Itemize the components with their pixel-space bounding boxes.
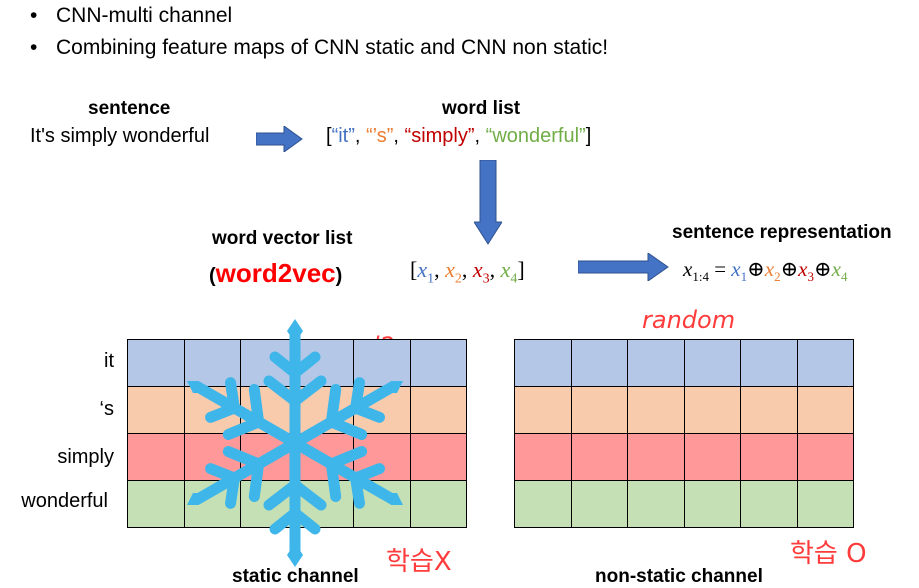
grid-cell bbox=[628, 340, 685, 387]
grid-cell bbox=[128, 340, 185, 387]
vec-x2: x2 bbox=[445, 257, 462, 287]
grid-cell bbox=[628, 387, 685, 434]
grid-cell bbox=[797, 387, 854, 434]
vec-x1: x1 bbox=[417, 257, 435, 287]
paren-close: ) bbox=[335, 265, 343, 287]
grid-cell bbox=[410, 481, 467, 528]
grid-cell bbox=[741, 434, 798, 481]
bullet-dot: • bbox=[30, 36, 38, 59]
grid-cell bbox=[128, 481, 185, 528]
sentence-text: It's simply wonderful bbox=[30, 125, 210, 147]
row-label-it: it bbox=[104, 350, 114, 372]
grid-cell bbox=[515, 340, 572, 387]
word2vec-label: (word2vec) bbox=[209, 258, 342, 289]
paren-open: ( bbox=[209, 265, 216, 287]
grid-cell bbox=[515, 481, 572, 528]
word-list-heading: word list bbox=[442, 98, 521, 119]
grid-cell bbox=[741, 340, 798, 387]
handwritten-static-note-text: 학습X bbox=[386, 547, 452, 577]
grid-cell bbox=[628, 481, 685, 528]
word2vec-model: word2vec bbox=[215, 258, 336, 288]
word-it: “it” bbox=[331, 125, 355, 147]
word-sep: , bbox=[354, 125, 367, 147]
grid-cell bbox=[684, 434, 741, 481]
grid-cell bbox=[684, 387, 741, 434]
vec-x3: x3 bbox=[472, 257, 490, 287]
handwritten-random: random bbox=[642, 306, 735, 334]
vector-expression: [x1, x2, x3, x4] bbox=[410, 257, 525, 287]
word-list-close: ] bbox=[585, 125, 592, 147]
grid-cell bbox=[571, 340, 628, 387]
word-list-open: [ bbox=[326, 125, 332, 147]
sentence-representation-heading: sentence representation bbox=[672, 222, 892, 243]
row-label-s: ‘s bbox=[99, 398, 114, 420]
sentence-heading: sentence bbox=[88, 98, 171, 119]
grid-cell bbox=[128, 434, 185, 481]
grid-cell bbox=[410, 340, 467, 387]
bullet-1-text: CNN-multi channel bbox=[56, 4, 233, 27]
non-static-channel-label: non-static channel bbox=[595, 566, 763, 587]
grid-cell bbox=[515, 434, 572, 481]
row-label-wonderful: wonderful bbox=[21, 490, 108, 512]
static-channel-label: static channel bbox=[232, 566, 359, 587]
handwritten-static-note: 학습X bbox=[386, 547, 452, 577]
grid-cell bbox=[684, 340, 741, 387]
bullet-dot: • bbox=[30, 4, 38, 27]
non-static-channel-grid bbox=[514, 339, 854, 528]
grid-cell bbox=[684, 481, 741, 528]
bullet-2: • Combining feature maps of CNN static an… bbox=[30, 36, 608, 60]
handwritten-nonstatic-note-text: 학습 O bbox=[790, 539, 867, 569]
grid-cell bbox=[628, 434, 685, 481]
grid-cell bbox=[128, 387, 185, 434]
word-simply: “simply” bbox=[404, 125, 475, 147]
grid-cell bbox=[741, 387, 798, 434]
handwritten-nonstatic-note: 학습 O bbox=[790, 539, 867, 569]
vec-x4: x4 bbox=[500, 257, 518, 287]
bracket-close: ] bbox=[517, 257, 525, 282]
snowflake-icon bbox=[155, 319, 435, 567]
word-sep: , bbox=[474, 125, 486, 147]
grid-cell bbox=[410, 387, 467, 434]
arrow-right-1 bbox=[256, 126, 303, 152]
arrow-down bbox=[474, 160, 502, 245]
grid-cell bbox=[515, 387, 572, 434]
grid-cell bbox=[571, 481, 628, 528]
arrow-right-2 bbox=[578, 253, 669, 281]
handwritten-random-text: random bbox=[642, 306, 735, 334]
bullet-2-text: Combining feature maps of CNN static and… bbox=[56, 36, 609, 59]
grid-cell bbox=[741, 481, 798, 528]
word-vector-list-heading: word vector list bbox=[212, 228, 353, 249]
row-label-simply: simply bbox=[57, 446, 114, 468]
grid-cell bbox=[797, 434, 854, 481]
sentence-representation-formula: x1:4 = x1⊕x2⊕x3⊕x4 bbox=[683, 257, 848, 285]
grid-cell bbox=[797, 340, 854, 387]
grid-cell bbox=[571, 387, 628, 434]
grid-cell bbox=[797, 481, 854, 528]
word-list-text: [“it”, “’s”, “simply”, “wonderful”] bbox=[326, 125, 591, 148]
grid-cell bbox=[571, 434, 628, 481]
word-wonderful: “wonderful” bbox=[485, 125, 586, 147]
bracket-open: [ bbox=[410, 257, 418, 282]
word-sep: , bbox=[393, 125, 405, 147]
bullet-1: • CNN-multi channel bbox=[30, 4, 232, 28]
word-s: “’s” bbox=[366, 125, 394, 147]
grid-cell bbox=[410, 434, 467, 481]
